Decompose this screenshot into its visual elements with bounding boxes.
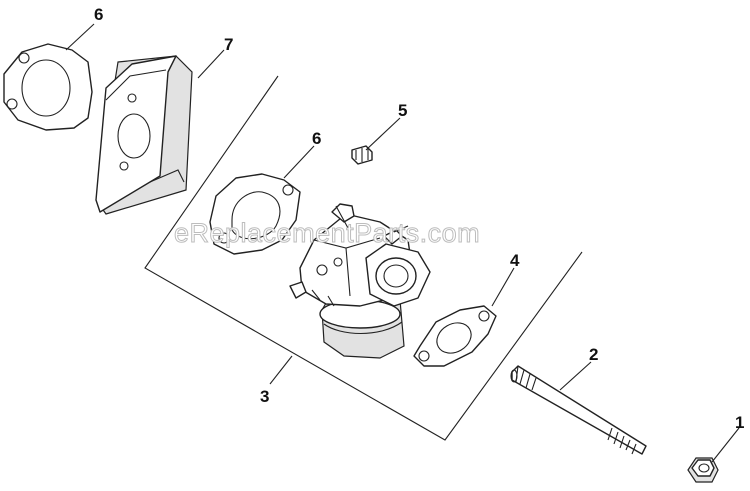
- gasket-part-mid[interactable]: [209, 173, 301, 255]
- callout-1: 1: [735, 413, 744, 432]
- leader-line-5: [365, 117, 401, 151]
- leader-line-6-mid: [283, 145, 315, 179]
- leader-line-2: [559, 361, 592, 391]
- callout-7: 7: [224, 35, 233, 54]
- air-cleaner-base-part[interactable]: [95, 55, 193, 215]
- nut-part[interactable]: [687, 457, 719, 483]
- leader-line-6-top: [65, 23, 95, 51]
- callout-4: 4: [510, 251, 520, 270]
- leader-line-3: [269, 355, 293, 385]
- carburetor-part[interactable]: [289, 203, 431, 359]
- callout-6-top: 6: [94, 5, 103, 24]
- assembly-bracket-line: [144, 75, 583, 441]
- leader-line-4: [491, 267, 515, 307]
- plug-part[interactable]: [351, 145, 373, 165]
- callout-2: 2: [589, 345, 598, 364]
- callout-3: 3: [260, 387, 269, 406]
- callout-5: 5: [398, 101, 407, 120]
- stud-part[interactable]: [510, 365, 647, 455]
- leader-line-1: [711, 427, 740, 463]
- flange-gasket-part[interactable]: [413, 305, 497, 367]
- leader-line-7: [197, 49, 225, 79]
- watermark: eReplacementParts.com: [174, 218, 480, 248]
- callout-6-mid: 6: [312, 129, 321, 148]
- gasket-part-top[interactable]: [3, 43, 93, 131]
